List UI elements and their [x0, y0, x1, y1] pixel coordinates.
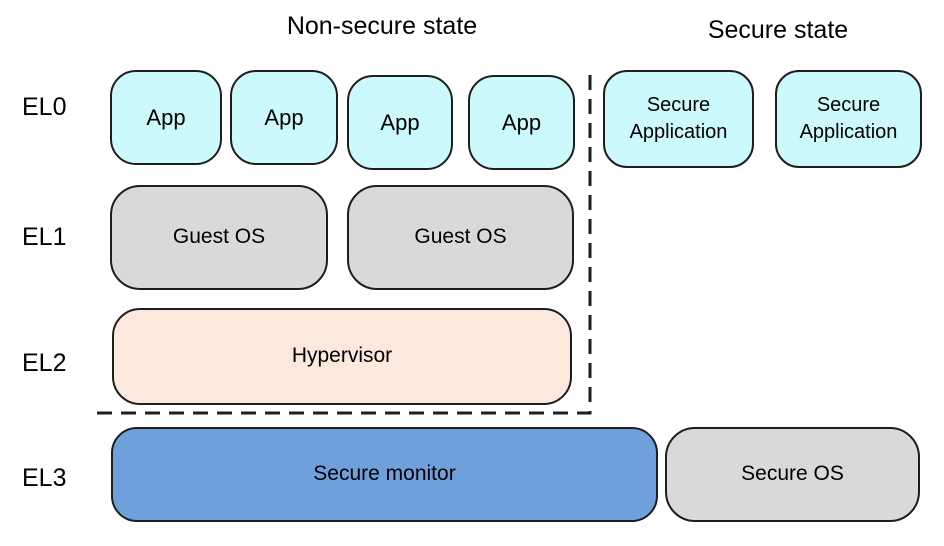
app-box: App [110, 70, 222, 165]
hypervisor-box: Hypervisor [112, 308, 572, 405]
secure-application-box: Secure Application [603, 70, 754, 168]
app-box: App [468, 75, 575, 170]
secure-application-box: Secure Application [775, 70, 922, 168]
guest-os-box: Guest OS [347, 185, 574, 290]
el2-label: EL2 [22, 349, 67, 377]
el0-label: EL0 [22, 93, 67, 121]
secure-state-title: Secure state [707, 16, 849, 44]
app-box: App [347, 75, 453, 170]
el3-label: EL3 [22, 464, 67, 492]
app-box: App [230, 70, 338, 165]
non-secure-state-title: Non-secure state [286, 12, 478, 40]
el1-label: EL1 [22, 223, 67, 251]
secure-monitor-box: Secure monitor [111, 427, 658, 522]
guest-os-box: Guest OS [110, 185, 328, 290]
secure-os-box: Secure OS [665, 427, 920, 522]
